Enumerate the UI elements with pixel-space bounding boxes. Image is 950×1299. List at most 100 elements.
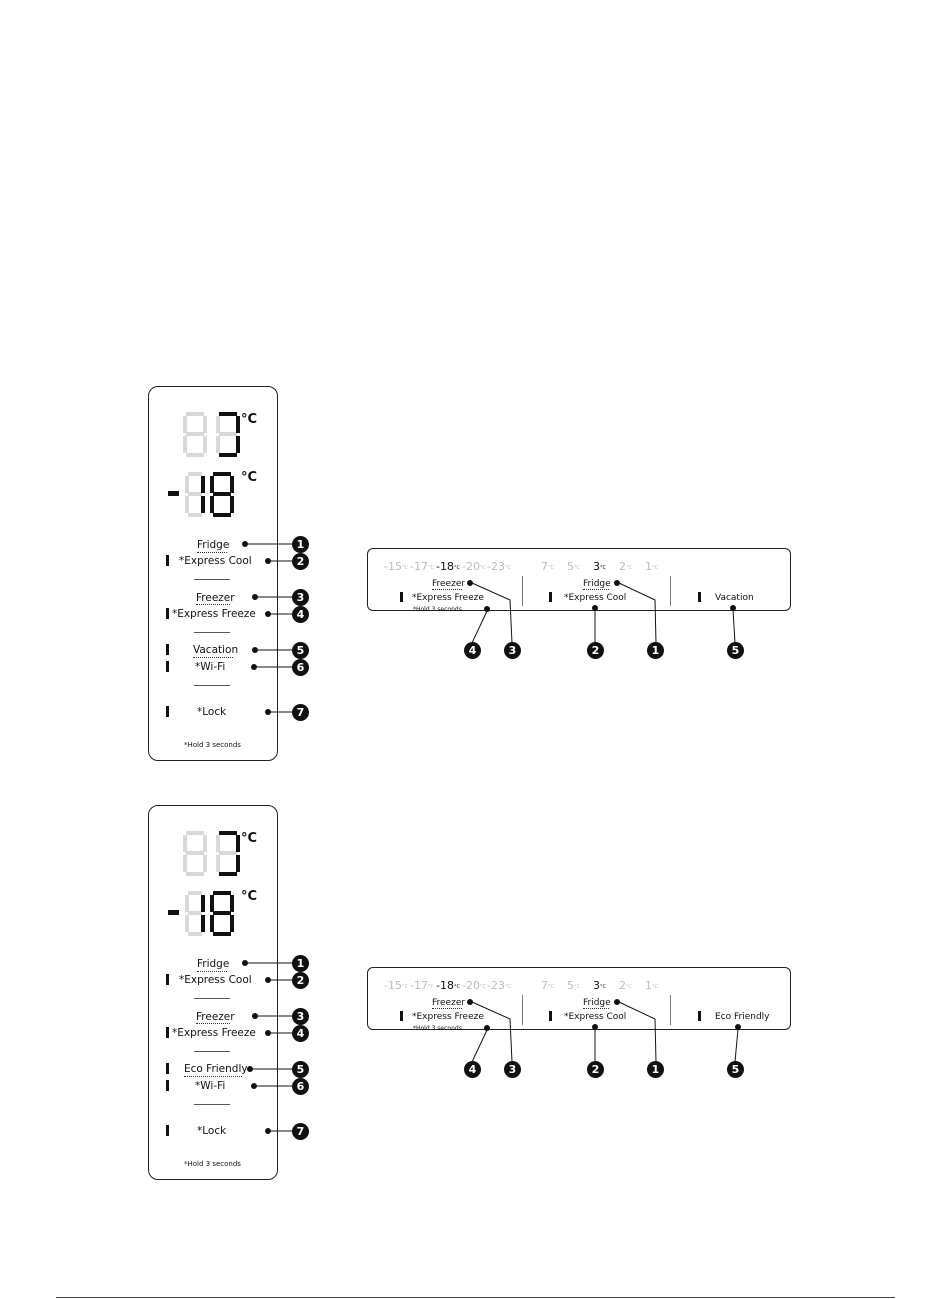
- callout-3: 3: [292, 1008, 309, 1025]
- divider: [194, 998, 230, 999]
- vertical-control-panel-2: [148, 805, 278, 1180]
- express-freeze-button-dot[interactable]: [265, 1030, 271, 1036]
- wifi-button-label[interactable]: *Wi-Fi: [195, 661, 226, 673]
- vacation-button-dot[interactable]: [252, 647, 258, 653]
- express-freeze-button-label[interactable]: *Express Freeze: [172, 608, 256, 620]
- express-freeze-button-dot[interactable]: [484, 606, 490, 612]
- fridge-temp-option: 5°C: [567, 560, 580, 573]
- callout-1: 1: [647, 642, 664, 659]
- freezer-button-label[interactable]: Freezer: [432, 579, 466, 589]
- horizontal-control-panel-2: [367, 967, 791, 1030]
- eco-friendly-indicator: [166, 1063, 169, 1074]
- freezer-temperature-display-1: [168, 472, 234, 517]
- express-freeze-button-label[interactable]: *Express Freeze: [412, 1012, 484, 1022]
- hold-note: *Hold 3 seconds: [413, 606, 462, 613]
- hold-note: *Hold 3 seconds: [413, 1025, 462, 1032]
- minus-sign: [168, 910, 179, 915]
- express-cool-indicator: [549, 1011, 552, 1021]
- express-cool-indicator: [166, 974, 169, 985]
- divider: [194, 632, 230, 633]
- express-freeze-button-dot[interactable]: [265, 611, 271, 617]
- freezer-temp-option: -23°C: [487, 979, 511, 992]
- express-cool-button-label[interactable]: *Express Cool: [564, 1012, 627, 1022]
- freezer-button-dot[interactable]: [252, 594, 258, 600]
- express-cool-button-dot[interactable]: [592, 1024, 598, 1030]
- lock-button-label[interactable]: *Lock: [197, 706, 227, 718]
- vacation-indicator: [698, 592, 701, 602]
- eco-friendly-button-label[interactable]: Eco Friendly: [184, 1063, 248, 1075]
- wifi-button-dot[interactable]: [251, 1083, 257, 1089]
- express-freeze-button-label[interactable]: *Express Freeze: [172, 1027, 256, 1039]
- fridge-button-label[interactable]: Fridge: [583, 579, 611, 589]
- callout-1: 1: [292, 536, 309, 553]
- lock-indicator: [166, 1125, 169, 1136]
- fridge-temp-option: 7°C: [541, 979, 554, 992]
- express-cool-button-label[interactable]: *Express Cool: [179, 555, 252, 567]
- wifi-button-dot[interactable]: [251, 664, 257, 670]
- dotted-underline: [184, 1076, 242, 1077]
- express-cool-button-dot[interactable]: [265, 558, 271, 564]
- express-freeze-indicator: [166, 608, 169, 619]
- freezer-button-label[interactable]: Freezer: [196, 1011, 235, 1023]
- freezer-unit-2: °C: [241, 889, 258, 904]
- freezer-temp-option: -17°C: [410, 979, 434, 992]
- fridge-temp-option: 7°C: [541, 560, 554, 573]
- freezer-button-label[interactable]: Freezer: [432, 998, 466, 1008]
- freezer-temp-option: -15°C: [384, 979, 408, 992]
- eco-friendly-button-label[interactable]: Eco Friendly: [715, 1012, 770, 1022]
- fridge-button-dot[interactable]: [614, 580, 620, 586]
- freezer-temp-option: -20°C: [462, 560, 486, 573]
- fridge-temp-option: 1°C: [645, 560, 658, 573]
- eco-friendly-indicator: [698, 1011, 701, 1021]
- express-freeze-button-dot[interactable]: [484, 1025, 490, 1031]
- callout-5: 5: [292, 1061, 309, 1078]
- freezer-button-label[interactable]: Freezer: [196, 592, 235, 604]
- lock-button-dot[interactable]: [265, 1128, 271, 1134]
- express-cool-button-label[interactable]: *Express Cool: [179, 974, 252, 986]
- fridge-button-label[interactable]: Fridge: [583, 998, 611, 1008]
- fridge-temp-option: 2°C: [619, 979, 632, 992]
- divider: [194, 1051, 230, 1052]
- hold-footnote: *Hold 3 seconds: [184, 1160, 241, 1168]
- eco-friendly-button-dot[interactable]: [735, 1024, 741, 1030]
- divider: [522, 995, 523, 1025]
- fridge-button-label[interactable]: Fridge: [197, 539, 230, 551]
- freezer-button-dot[interactable]: [252, 1013, 258, 1019]
- dotted-underline: [197, 971, 227, 972]
- express-cool-button-dot[interactable]: [265, 977, 271, 983]
- eco-friendly-button-dot[interactable]: [247, 1066, 253, 1072]
- dotted-underline: [432, 1008, 462, 1009]
- fridge-button-dot[interactable]: [242, 541, 248, 547]
- fridge-button-label[interactable]: Fridge: [197, 958, 230, 970]
- callout-2: 2: [587, 642, 604, 659]
- callout-2: 2: [292, 972, 309, 989]
- dotted-underline: [583, 589, 609, 590]
- callout-4: 4: [464, 642, 481, 659]
- wifi-button-label[interactable]: *Wi-Fi: [195, 1080, 226, 1092]
- fridge-button-dot[interactable]: [614, 999, 620, 1005]
- fridge-button-dot[interactable]: [242, 960, 248, 966]
- callout-3: 3: [504, 1061, 521, 1078]
- dotted-underline: [583, 1008, 609, 1009]
- callout-4: 4: [292, 606, 309, 623]
- lock-button-label[interactable]: *Lock: [197, 1125, 227, 1137]
- freezer-button-dot[interactable]: [467, 580, 473, 586]
- callout-5: 5: [292, 642, 309, 659]
- express-cool-button-label[interactable]: *Express Cool: [564, 593, 627, 603]
- lock-button-dot[interactable]: [265, 709, 271, 715]
- express-cool-button-dot[interactable]: [592, 605, 598, 611]
- freezer-temp-option: -17°C: [410, 560, 434, 573]
- freezer-button-dot[interactable]: [467, 999, 473, 1005]
- divider: [194, 579, 230, 580]
- vacation-button-label[interactable]: Vacation: [715, 593, 754, 603]
- vacation-button-dot[interactable]: [730, 605, 736, 611]
- freezer-temperature-display-2: [168, 891, 234, 936]
- callout-7: 7: [292, 704, 309, 721]
- vacation-button-label[interactable]: Vacation: [193, 644, 239, 656]
- express-freeze-button-label[interactable]: *Express Freeze: [412, 593, 484, 603]
- callout-5: 5: [727, 642, 744, 659]
- express-freeze-indicator: [166, 1027, 169, 1038]
